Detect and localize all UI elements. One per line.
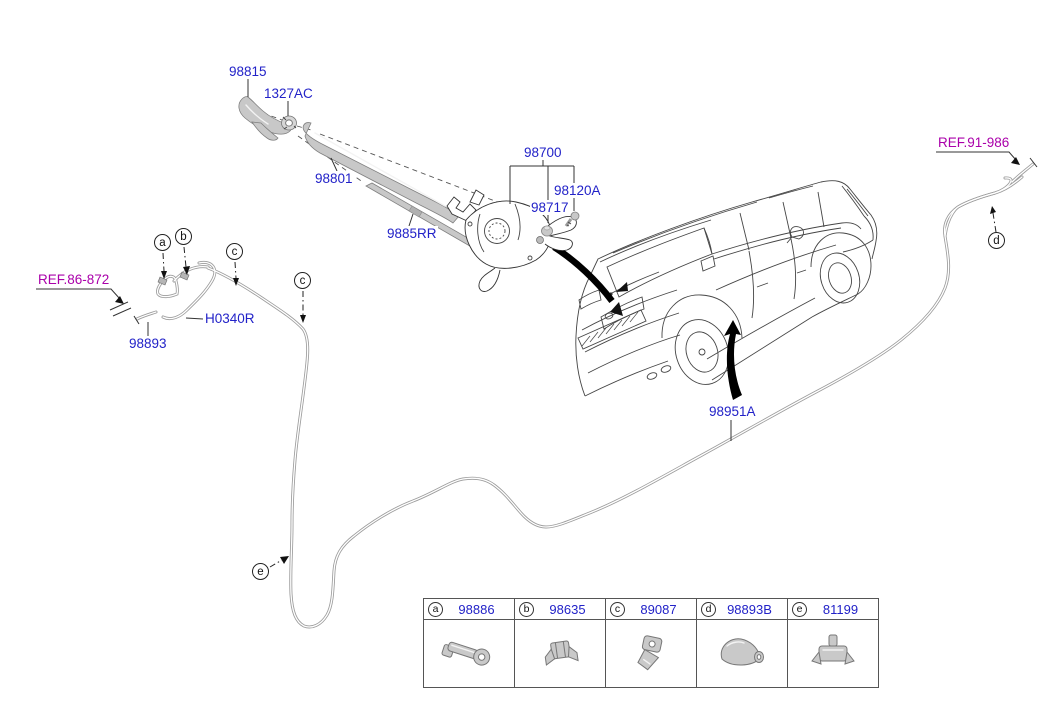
legend-part-c: 89087: [640, 601, 677, 617]
callout-wiper-motor-assembly: 98700: [523, 145, 563, 160]
ref-link-arrows: [36, 151, 1020, 317]
legend-body-d: [697, 620, 787, 687]
side-mirror: [789, 226, 804, 240]
legend-body-e: [788, 620, 878, 687]
clip-marker-arrows: [161, 206, 997, 568]
legend-part-a: 98886: [458, 601, 495, 617]
legend-key-b: b: [519, 601, 534, 617]
callout-front-hose: 98893: [128, 336, 168, 351]
parked-rear-wiper: [611, 271, 660, 294]
legend-key-d: d: [701, 601, 716, 617]
legend-body-c: [606, 620, 696, 687]
routing-arrows: [552, 244, 742, 400]
callout-wiper-arm: 98801: [314, 171, 354, 186]
wiper-motor-assembly-drawing: [446, 189, 577, 292]
legend-header-b: b 98635: [515, 599, 605, 620]
legend-header-e: e 81199: [788, 599, 878, 620]
legend-body-a: [424, 620, 514, 687]
clip-legend-table: a 98886 b 98635: [423, 598, 879, 688]
legend-header-c: c 89087: [606, 599, 696, 620]
pivot-lever-clip-icon: [441, 641, 491, 666]
callout-wiper-cap: 98815: [228, 64, 268, 79]
grommet-cone-icon: [720, 637, 764, 665]
hose-clip-a: [157, 276, 168, 286]
screw-part: [570, 211, 580, 221]
hose-clip-icon: [544, 639, 579, 666]
marker-c-1: c: [226, 243, 243, 260]
wiper-location-arrow-icon: [552, 244, 615, 303]
wiper-position-arrow-icon: [616, 282, 628, 292]
marker-c-2: c: [294, 272, 311, 289]
legend-part-d: 98893B: [727, 601, 772, 617]
hose-clip-b: [179, 271, 190, 281]
marker-e: e: [252, 563, 269, 580]
legend-part-b: 98635: [549, 601, 586, 617]
callout-leader-lines: [147, 79, 732, 441]
callout-pivot-nut: 1327AC: [263, 86, 314, 101]
bumper-hatch-lines: [581, 311, 639, 347]
washer-hose-drawing: [133, 157, 1038, 629]
front-hose-end-tick: [133, 315, 140, 325]
legend-part-e: 81199: [822, 601, 859, 617]
hose-routing-arrow-icon: [724, 320, 742, 400]
legend-key-e: e: [792, 601, 807, 617]
legend-cell-d: d 98893B: [697, 599, 788, 687]
legend-header-d: d 98893B: [697, 599, 787, 620]
marker-a: a: [154, 234, 171, 251]
hose-clamp-clip-icon: [637, 634, 663, 670]
rear-hose-end-tick: [1029, 157, 1038, 168]
legend-cell-a: a 98886: [424, 599, 515, 687]
legend-key-c: c: [610, 601, 625, 617]
callout-rear-hose: 98951A: [708, 404, 757, 419]
vehicle-rear-three-quarter-drawing: [575, 180, 878, 397]
marker-b: b: [175, 228, 192, 245]
snap-pin-clip-icon: [811, 634, 855, 665]
callout-motor-screw: 98120A: [553, 183, 602, 198]
legend-cell-c: c 89087: [606, 599, 697, 687]
marker-d: d: [988, 232, 1005, 249]
legend-cell-e: e 81199: [788, 599, 878, 687]
legend-body-b: [515, 620, 605, 687]
ref-link-front-washer[interactable]: REF.86-872: [37, 272, 111, 287]
legend-key-a: a: [428, 601, 443, 617]
motor-fasteners-drawing: [541, 211, 580, 237]
ref-link-rear-glass[interactable]: REF.91-986: [937, 135, 1011, 150]
callout-motor-grommet: 98717: [530, 200, 570, 215]
legend-cell-b: b 98635: [515, 599, 606, 687]
wiper-arm-parts-drawing: [238, 96, 481, 250]
legend-header-a: a 98886: [424, 599, 514, 620]
callout-wiper-blade: 9885RR: [386, 226, 438, 241]
callout-hose-connector: H0340R: [204, 311, 256, 326]
